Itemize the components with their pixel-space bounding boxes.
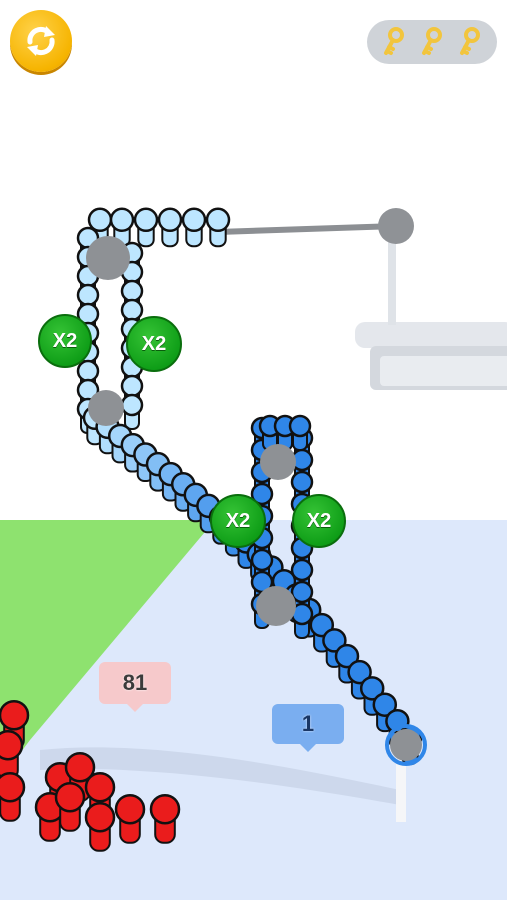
stickman — [0, 729, 24, 780]
enemy-count-value: 81 — [122, 670, 148, 695]
stickman — [133, 442, 158, 482]
key-icon — [380, 27, 408, 56]
multiplier-gate: X2 — [292, 494, 346, 548]
stickman — [157, 207, 183, 248]
crowd-layer — [0, 207, 423, 852]
stickman — [133, 207, 159, 248]
pulley-peg — [260, 444, 296, 480]
pulley-peg — [256, 586, 296, 626]
pulley-peg — [86, 236, 130, 280]
pulley-peg — [88, 390, 124, 426]
stickman — [290, 602, 314, 639]
peg-layer — [86, 236, 427, 766]
stickman — [84, 801, 116, 852]
restart-arrows-icon — [27, 26, 55, 56]
pulley-peg — [390, 729, 422, 761]
keys-counter — [367, 20, 497, 64]
grass-patch — [0, 520, 215, 780]
stickman — [54, 781, 86, 832]
rope-pole — [388, 240, 396, 325]
multiplier-gate: X2 — [210, 494, 266, 548]
stickman — [181, 207, 207, 248]
stickman — [120, 393, 144, 430]
key-icon — [456, 27, 484, 56]
enemy-count-label: 81 — [99, 662, 171, 712]
anchor-ring[interactable] — [385, 724, 427, 766]
rope-knob — [378, 208, 414, 244]
end-pole — [396, 760, 406, 822]
stickman — [114, 793, 146, 844]
stickman — [288, 414, 312, 451]
key-icon — [418, 27, 446, 56]
multiplier-gate: X2 — [38, 314, 92, 368]
player-count-label: 1 — [272, 704, 344, 752]
multiplier-gate: X2 — [126, 316, 182, 372]
stickman — [205, 207, 231, 248]
stickman — [149, 793, 181, 844]
player-count-value: 1 — [301, 711, 315, 736]
crowd-shadow — [40, 747, 400, 805]
goal-platform — [355, 322, 507, 390]
stickman — [0, 771, 26, 822]
restart-button[interactable] — [10, 10, 72, 72]
rope-bar — [215, 223, 399, 235]
